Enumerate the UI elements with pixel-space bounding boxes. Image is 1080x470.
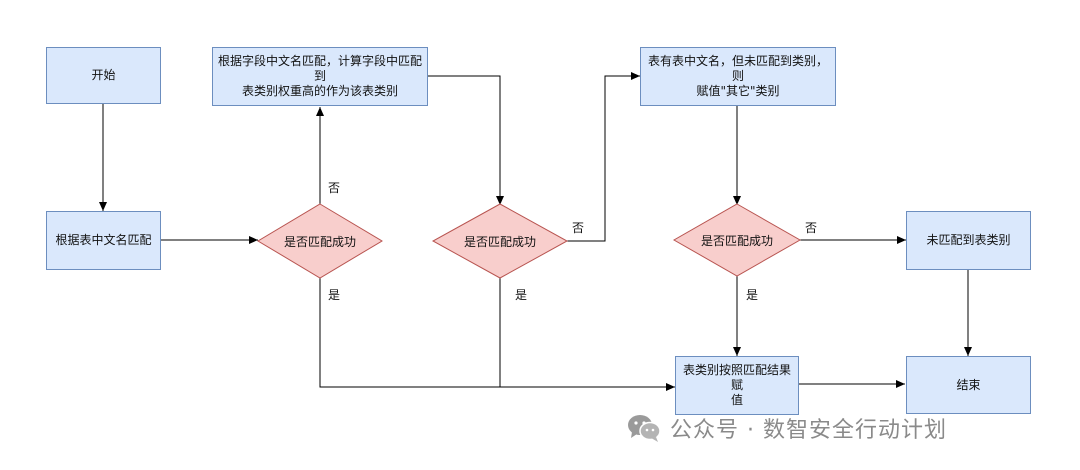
decision1-label: 是否匹配成功 bbox=[283, 234, 356, 249]
decision3-diamond bbox=[672, 203, 802, 277]
assign-label-line2: 值 bbox=[730, 393, 743, 407]
edge-label-no-2: 否 bbox=[572, 221, 585, 235]
decision3-label: 是否匹配成功 bbox=[700, 233, 773, 248]
unmatched-node: 未匹配到表类别 bbox=[906, 211, 1031, 270]
edge-label-no-1: 否 bbox=[328, 181, 341, 195]
edge-fieldmatch-to-decision2 bbox=[428, 75, 504, 205]
watermark: 公众号 · 数智安全行动计划 bbox=[626, 412, 947, 444]
unmatched-label: 未匹配到表类别 bbox=[926, 233, 1011, 247]
other-category-node: 表有表中文名，但未匹配到类别，则 赋值"其它"类别 bbox=[640, 47, 836, 106]
field-match-label-line1: 根据字段中文名匹配，计算字段中匹配到 bbox=[217, 54, 422, 83]
edge-decision1-yes bbox=[319, 276, 675, 391]
assign-label-line1: 表类别按照匹配结果赋 bbox=[682, 363, 791, 392]
decision2-diamond bbox=[431, 203, 569, 279]
other-category-label-line1: 表有表中文名，但未匹配到类别，则 bbox=[647, 54, 828, 83]
decision1-diamond bbox=[257, 203, 383, 279]
match-cn-node: 根据表中文名匹配 bbox=[46, 211, 161, 270]
wechat-icon bbox=[628, 415, 661, 442]
field-match-node: 根据字段中文名匹配，计算字段中匹配到 表类别权重高的作为该表类别 bbox=[212, 47, 428, 106]
start-node: 开始 bbox=[46, 47, 161, 104]
decision2-label: 是否匹配成功 bbox=[463, 234, 536, 249]
assign-node: 表类别按照匹配结果赋 值 bbox=[675, 356, 799, 415]
edge-label-yes-2: 是 bbox=[515, 288, 528, 302]
start-label: 开始 bbox=[91, 68, 116, 82]
field-match-label-line2: 表类别权重高的作为该表类别 bbox=[241, 84, 398, 98]
edge-label-yes-1: 是 bbox=[328, 288, 341, 302]
edge-label-yes-3: 是 bbox=[746, 288, 759, 302]
edge-decision2-no bbox=[567, 72, 640, 242]
match-cn-label: 根据表中文名匹配 bbox=[55, 233, 152, 247]
other-category-label-line2: 赋值"其它"类别 bbox=[696, 84, 780, 98]
end-node: 结束 bbox=[906, 356, 1031, 414]
watermark-text: 公众号 · 数智安全行动计划 bbox=[670, 418, 947, 443]
edge-label-no-3: 否 bbox=[805, 221, 818, 235]
end-label: 结束 bbox=[956, 377, 981, 392]
